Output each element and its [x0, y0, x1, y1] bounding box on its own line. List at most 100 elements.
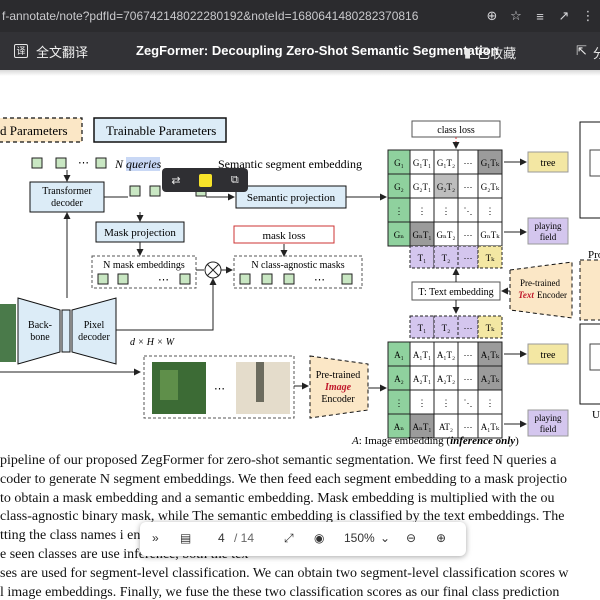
expand-sidebar-icon[interactable]: »	[152, 531, 159, 545]
selection-toolbar: ⇄ ⧉	[162, 168, 248, 192]
frozen-params-label: d Parameters	[0, 123, 68, 138]
frozen-params-box	[0, 117, 83, 143]
zoom-icon[interactable]: ⊕	[486, 8, 498, 23]
url-text[interactable]: f-annotate/note?pdfId=706742148022280192…	[2, 9, 419, 23]
matrix-cell: ⋯	[464, 350, 473, 360]
matrix-cell: G₁	[394, 158, 404, 168]
highlight-color-icon[interactable]	[199, 173, 213, 187]
text-cell: T₂	[442, 323, 451, 333]
star-icon[interactable]: ☆	[510, 8, 522, 23]
pixel-decoder-shape	[71, 297, 117, 365]
semantic-projection-label: Semantic projection	[247, 192, 336, 204]
matrix-cell: A₂T₂	[437, 374, 455, 384]
menu-icon[interactable]: ≡	[536, 8, 544, 24]
translate-icon[interactable]: 译	[14, 44, 28, 58]
thumbnails-icon[interactable]: ▤	[180, 531, 192, 545]
share-icon[interactable]: ↗	[558, 8, 570, 23]
bottom-score-matrix	[387, 341, 503, 439]
matrix-cell: G₁T₁	[413, 158, 431, 168]
top-matrix-text: G₁ G₁T₁ G₁T₂ ⋯ G₁Tₖ G₂ G₂T₁ G₂T₂ ⋯ G₂Tₖ …	[394, 158, 501, 240]
image-encoder-shape	[309, 355, 369, 419]
text-row-top-labels: T₁ T₂ ⋯ Tₖ	[418, 253, 495, 263]
text-cell: ⋯	[464, 253, 473, 263]
translate-button[interactable]: 全文翻译	[36, 44, 89, 60]
n-queries-label: N queries	[114, 157, 162, 171]
zoom-dropdown-icon[interactable]: ⌄	[380, 531, 391, 545]
favorite-button[interactable]: ▮ 已收藏	[464, 43, 516, 62]
mask-square	[341, 273, 353, 285]
text-embedding-row-top	[409, 245, 503, 269]
matrix-cell: A₂T₁	[413, 374, 431, 384]
browser-url-bar: f-annotate/note?pdfId=706742148022280192…	[0, 0, 600, 32]
matrix-cell: A₂	[394, 374, 404, 384]
figure-caption: pipeline of our proposed ZegFormer for z…	[0, 452, 600, 600]
matrix-cell: GₙT₁	[412, 230, 431, 240]
caption-line: to obtain a mask embedding and a semanti…	[0, 490, 555, 506]
text-cell: Tₖ	[486, 253, 495, 263]
trainable-params-label: Trainable Parameters	[106, 123, 216, 138]
matrix-cell: ⋯	[464, 374, 473, 384]
zoom-out-icon[interactable]: ⊖	[406, 531, 417, 545]
label-tree-bottom	[527, 343, 569, 365]
caption-line: class-agnostic binary mask, while The se…	[0, 509, 565, 525]
label-text: tree	[541, 350, 557, 361]
text-encoder-label: Encoder	[537, 290, 567, 300]
translate-selection-icon[interactable]: ⇄	[171, 174, 181, 187]
image-encoder-label: Image	[324, 382, 352, 393]
mask-embeddings-label: N mask embeddings	[103, 260, 185, 271]
image-encoder-label: Encoder	[321, 394, 355, 405]
matrix-cell: A₁T₁	[413, 350, 431, 360]
foliage-patch	[160, 370, 178, 400]
transformer-decoder-label: decoder	[51, 198, 83, 209]
masked-images-group	[143, 355, 295, 419]
matrix-cell: AT₂	[439, 422, 453, 432]
matrix-cell: A₁Tₖ	[481, 422, 500, 432]
segment-square	[129, 185, 141, 197]
caption-line: ses are used for segment-level classific…	[0, 565, 569, 581]
label-text: playing	[535, 221, 562, 231]
right-cut-label: Pro	[588, 249, 600, 261]
view-mode-icon[interactable]: ◉	[314, 531, 325, 545]
matrix-cell: G₁Tₖ	[481, 158, 500, 168]
pixel-decoder-label: decoder	[78, 332, 110, 343]
text-cell: Tₖ	[486, 323, 495, 333]
bottleneck	[61, 309, 71, 353]
text-cell: ⋯	[464, 323, 473, 333]
class-loss-label: class loss	[437, 125, 475, 136]
page-toolbar: » ▤ 4 / 14 ⤢ ◉ 150% ⌄ ⊖ ⊕	[140, 522, 466, 556]
matrix-cell: G₁T₂	[437, 158, 455, 168]
bottom-matrix-text: A₁ A₁T₁ A₁T₂ ⋯ A₁Tₖ A₂ A₂T₁ A₂T₂ ⋯ A₂Tₖ …	[394, 350, 500, 432]
matrix-cell: ⋮	[418, 398, 427, 408]
backbone-label: Back-	[28, 320, 52, 331]
page-number-input[interactable]: 4	[218, 531, 225, 545]
mask-projection-label: Mask projection	[104, 227, 176, 239]
matrix-cell: A₁T₂	[437, 350, 455, 360]
fit-page-icon[interactable]: ⤢	[284, 531, 294, 545]
external-link-icon[interactable]: ⧉	[230, 173, 239, 186]
matrix-cell: ⋯	[464, 230, 473, 240]
page-shadow	[0, 70, 600, 76]
share-button[interactable]: ⇱ 分	[576, 43, 600, 62]
figure-patch	[256, 362, 264, 402]
matrix-cell: ⋯	[464, 422, 473, 432]
matrix-cell: Gₙ	[394, 230, 404, 240]
query-highlight	[126, 157, 160, 171]
matrix-cell: G₂Tₖ	[481, 182, 500, 192]
matrix-cell: ⋱	[464, 206, 473, 216]
label-text: tree	[541, 158, 557, 169]
text-encoder-label: Pre-trained	[520, 278, 560, 288]
ellipsis: ⋯	[314, 274, 325, 286]
zoom-in-icon[interactable]: ⊕	[436, 531, 447, 545]
zoom-level[interactable]: 150%	[344, 531, 375, 545]
matrix-cell: ⋮	[418, 206, 427, 216]
label-tree-top	[527, 151, 569, 173]
mask-loss-label: mask loss	[262, 230, 305, 242]
ellipsis: ⋯	[214, 383, 225, 395]
label-playing-field-bottom	[527, 409, 569, 437]
extension-icon[interactable]: ⋮	[581, 8, 595, 23]
class-agnostic-masks-label: N class-agnostic masks	[251, 260, 344, 271]
trainable-params-box	[93, 117, 227, 143]
transformer-decoder-label: Transformer	[42, 186, 92, 197]
segment-square	[149, 185, 161, 197]
page-total: / 14	[234, 531, 255, 545]
